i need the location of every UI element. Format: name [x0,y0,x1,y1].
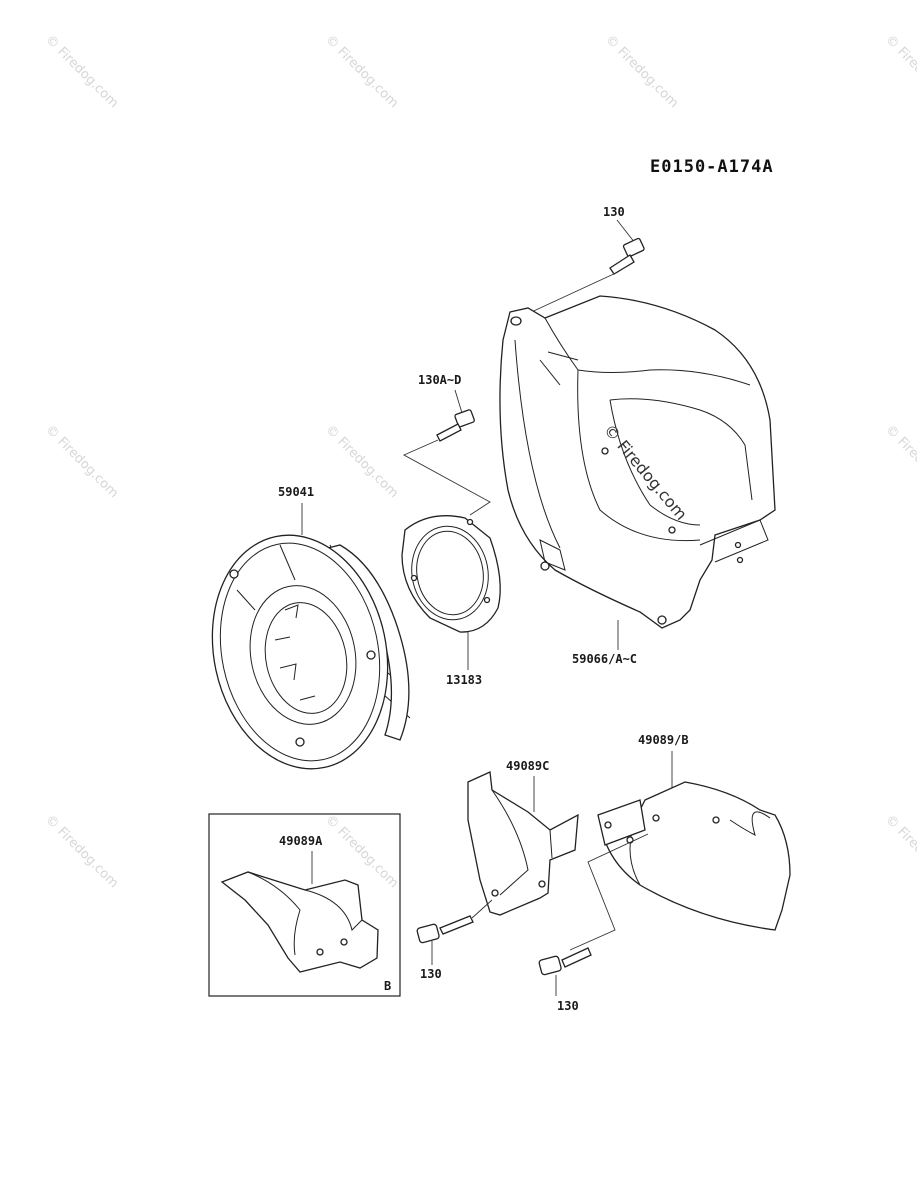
bolt-left [416,899,493,965]
callout-bolt-left: 130 [420,967,442,981]
callout-housing: 59066/A~C [572,652,637,666]
gasket [401,515,501,670]
cooling-fan [211,503,411,770]
bolt-top [524,219,645,316]
watermark: © Firedog.com [882,32,917,111]
watermark: © Firedog.com [322,422,401,501]
watermark: © Firedog.com [602,32,681,111]
bolt-right [538,947,592,996]
inset-ref-label: B [384,979,391,993]
shroud-cover-b [569,751,791,951]
callout-bolt-right: 130 [557,999,579,1013]
callout-gasket: 13183 [446,673,482,687]
watermark: © Firedog.com [42,812,121,891]
watermark-layer: © Firedog.com © Firedog.com © Firedog.co… [42,32,917,891]
diagram-code: E0150-A174A [650,157,774,177]
blower-housing [499,295,776,650]
bolt-set [402,389,491,516]
watermark: © Firedog.com [42,32,121,111]
callout-fan: 59041 [278,485,314,499]
watermark: © Firedog.com [882,812,917,891]
callout-bolt-set: 130A~D [418,373,461,387]
watermark: © Firedog.com [322,32,401,111]
shroud-cover-c [467,771,579,916]
inset-box: 49089A B [208,813,401,997]
callout-cover-c: 49089C [506,759,549,773]
watermark: © Firedog.com [882,422,917,501]
callout-cover-a: 49089A [279,834,323,848]
callout-bolt-top: 130 [603,205,625,219]
watermark: © Firedog.com [42,422,121,501]
callout-cover-main: 49089/B [638,733,689,747]
watermark: © Firedog.com [322,812,401,891]
